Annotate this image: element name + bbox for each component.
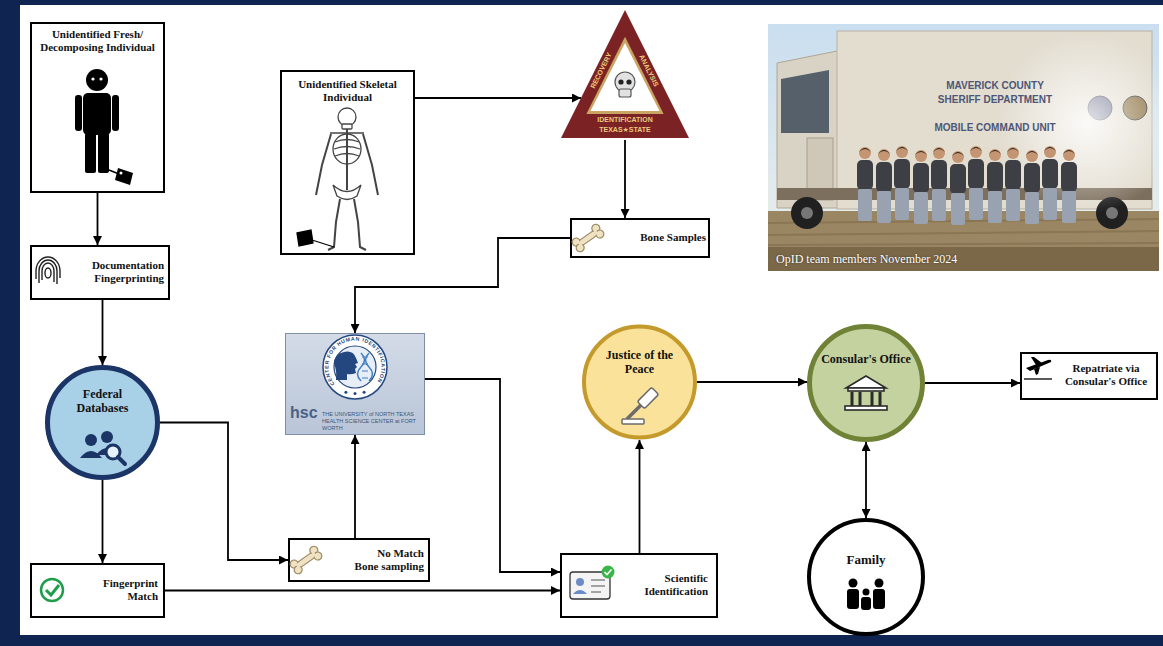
- flow-arrow: [925, 382, 1020, 384]
- flow-arrow: [102, 480, 104, 563]
- process-box: No Match Bone sampling: [288, 538, 430, 582]
- node-text: Consular's Office: [815, 352, 917, 366]
- node-text: Justice of the Peace: [597, 348, 682, 377]
- flow-arrow: [97, 193, 99, 245]
- logo-text: CENTER FOR HUMAN IDENTIFICATION: [323, 335, 386, 387]
- node-text: hsc: [290, 404, 322, 422]
- node-text: THE UNIVERSITY of NORTH TEXAS HEALTH SCI…: [322, 411, 420, 432]
- node-text: Bone Samples: [606, 231, 706, 244]
- flow-arrow: [865, 442, 867, 518]
- node-text: Fingerprint Match: [90, 577, 158, 603]
- circle-shape: [582, 324, 697, 440]
- vehicle-text: SHERIFF DEPARTMENT: [920, 94, 1070, 106]
- office-circle: Consular's Office: [807, 324, 925, 442]
- vehicle-text: MAVERICK COUNTY: [920, 80, 1070, 92]
- circle-shape: [807, 324, 925, 442]
- process-box: Documentation Fingerprinting: [30, 245, 170, 300]
- flow-arrow: [425, 379, 560, 572]
- result-box: Scientific Identification: [560, 553, 718, 618]
- database-circle: Federal Databases: [45, 365, 160, 480]
- svg-text:CENTER FOR HUMAN IDENTIFICATIO: CENTER FOR HUMAN IDENTIFICATION: [323, 335, 386, 387]
- outcome-box: Repatriate via Consular's Office: [1020, 352, 1158, 400]
- lab-logo-box: CENTER FOR HUMAN IDENTIFICATIONhscTHE UN…: [285, 333, 425, 435]
- node-text: Unidentified Fresh/ Decomposing Individu…: [34, 28, 161, 54]
- node-text: IDENTIFICATION: [579, 116, 671, 124]
- flow-arrow: [354, 435, 356, 538]
- flow-arrow: [160, 423, 288, 561]
- circle-shape: [806, 518, 926, 636]
- node-text: Documentation Fingerprinting: [68, 259, 164, 285]
- vehicle-text: MOBILE COMMAND UNIT: [920, 122, 1070, 134]
- flow-arrow: [415, 97, 581, 99]
- court-circle: Justice of the Peace: [582, 324, 697, 440]
- result-box: Fingerprint Match: [30, 563, 165, 618]
- flow-arrow: [624, 140, 626, 218]
- flow-arrow: [697, 381, 807, 383]
- node-text: TEXAS★STATE: [579, 126, 671, 134]
- photo-caption: OpID team members November 2024: [776, 252, 1026, 266]
- flow-arrow: [639, 440, 641, 553]
- source-box: Unidentified Fresh/ Decomposing Individu…: [30, 22, 165, 193]
- node-text: No Match Bone sampling: [352, 547, 424, 573]
- node-text: Federal Databases: [62, 387, 143, 416]
- lab-logo: RECOVERYANALYSISIDENTIFICATIONTEXAS★STAT…: [559, 8, 691, 140]
- team-photo: [767, 23, 1160, 272]
- source-box: Unidentified Skeletal Individual: [280, 70, 415, 255]
- flow-arrow: [102, 300, 104, 365]
- node-text: Unidentified Skeletal Individual: [284, 78, 411, 104]
- node-text: Repatriate via Consular's Office: [1058, 362, 1154, 388]
- flow-arrow: [165, 590, 560, 592]
- node-text: Scientific Identification: [628, 572, 708, 598]
- process-box: Bone Samples: [570, 218, 710, 258]
- family-circle: Family: [806, 518, 926, 636]
- node-text: Family: [816, 552, 916, 568]
- circle-shape: [45, 365, 160, 480]
